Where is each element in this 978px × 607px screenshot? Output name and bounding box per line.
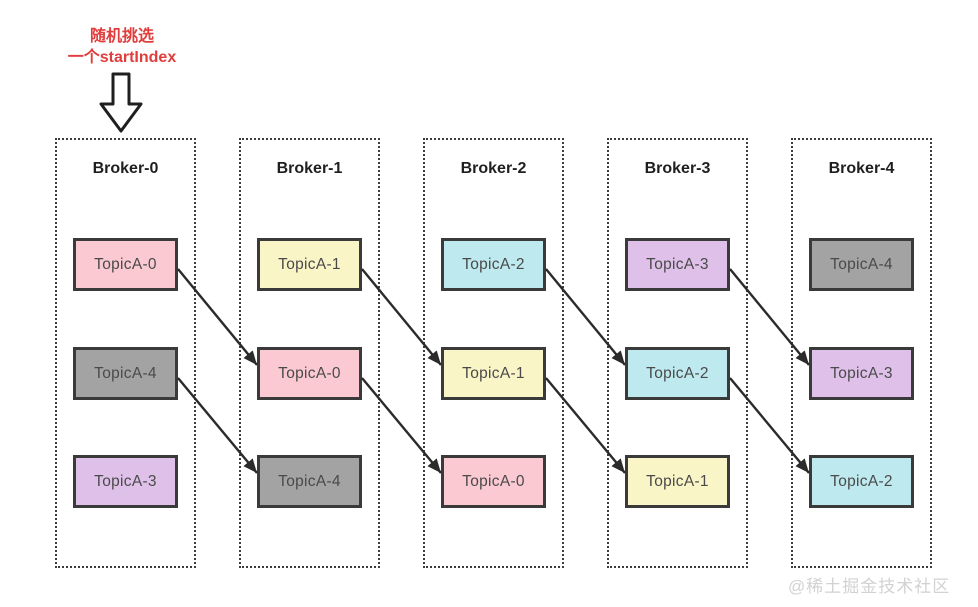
partition-label: TopicA-1 <box>646 472 709 490</box>
broker-title: Broker-2 <box>460 160 527 177</box>
partition-box: TopicA-4 <box>257 455 362 508</box>
partition-box: TopicA-2 <box>809 455 914 508</box>
partition-label: TopicA-0 <box>462 472 525 490</box>
partition-box: TopicA-3 <box>625 238 730 291</box>
partition-label: TopicA-4 <box>94 364 157 382</box>
partition-label: TopicA-2 <box>830 472 893 490</box>
watermark: @稀土掘金技术社区 <box>788 577 951 596</box>
down-block-arrow-icon <box>99 72 143 133</box>
start-index-annotation: 随机挑选 一个startIndex <box>56 26 188 68</box>
partition-label: TopicA-3 <box>830 364 893 382</box>
partition-label: TopicA-3 <box>94 472 157 490</box>
partition-label: TopicA-2 <box>462 255 525 273</box>
annotation-line-2: 一个startIndex <box>67 49 177 66</box>
partition-box: TopicA-0 <box>441 455 546 508</box>
partition-box: TopicA-1 <box>625 455 730 508</box>
partition-box: TopicA-1 <box>441 347 546 400</box>
partition-box: TopicA-3 <box>809 347 914 400</box>
broker-title: Broker-4 <box>828 160 895 177</box>
partition-label: TopicA-4 <box>278 472 341 490</box>
broker-column-2: Broker-2 TopicA-2 TopicA-1 TopicA-0 <box>423 138 564 568</box>
partition-label: TopicA-0 <box>278 364 341 382</box>
broker-column-1: Broker-1 TopicA-1 TopicA-0 TopicA-4 <box>239 138 380 568</box>
partition-label: TopicA-1 <box>462 364 525 382</box>
broker-title: Broker-3 <box>644 160 711 177</box>
partition-box: TopicA-0 <box>257 347 362 400</box>
partition-label: TopicA-0 <box>94 255 157 273</box>
partition-label: TopicA-3 <box>646 255 709 273</box>
broker-title: Broker-1 <box>276 160 343 177</box>
broker-column-4: Broker-4 TopicA-4 TopicA-3 TopicA-2 <box>791 138 932 568</box>
partition-box: TopicA-2 <box>441 238 546 291</box>
broker-column-3: Broker-3 TopicA-3 TopicA-2 TopicA-1 <box>607 138 748 568</box>
partition-label: TopicA-2 <box>646 364 709 382</box>
partition-label: TopicA-4 <box>830 255 893 273</box>
broker-title: Broker-0 <box>92 160 159 177</box>
partition-box: TopicA-0 <box>73 238 178 291</box>
partition-label: TopicA-1 <box>278 255 341 273</box>
partition-box: TopicA-2 <box>625 347 730 400</box>
broker-column-0: Broker-0 TopicA-0 TopicA-4 TopicA-3 <box>55 138 196 568</box>
annotation-line-1: 随机挑选 <box>89 28 154 45</box>
partition-box: TopicA-4 <box>809 238 914 291</box>
partition-box: TopicA-1 <box>257 238 362 291</box>
partition-box: TopicA-4 <box>73 347 178 400</box>
partition-box: TopicA-3 <box>73 455 178 508</box>
